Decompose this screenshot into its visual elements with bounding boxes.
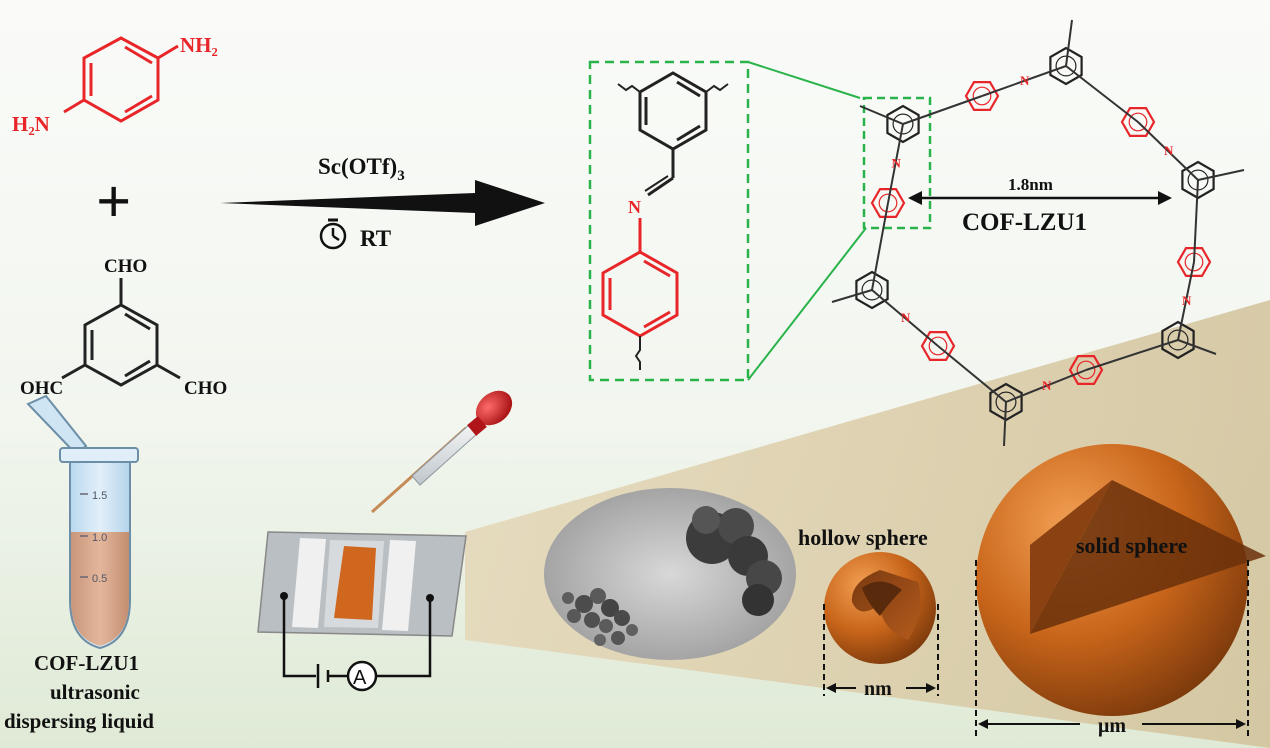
hollow-scale-bar — [823, 604, 939, 696]
cof-node-benzene — [1161, 320, 1195, 360]
cof-bond — [1193, 179, 1199, 263]
cof-linker-benzene — [920, 331, 956, 361]
cof-linker-benzene — [870, 188, 906, 218]
zoom-imine-n: N — [628, 197, 641, 217]
cof-bond — [871, 289, 939, 347]
cof-node-benzene-inner-ring — [1055, 55, 1077, 77]
cof-framework: N N N N N N — [831, 19, 1245, 447]
cof-bond — [1085, 339, 1179, 371]
cof-node-benzene-inner-ring — [1167, 329, 1189, 351]
cof-imine-n: N — [1164, 143, 1174, 158]
cof-linker-benzene-inner-ring — [1128, 112, 1148, 132]
stopwatch-icon — [319, 218, 347, 250]
cof-linker-benzene-inner-ring — [878, 193, 898, 213]
trialdehyde-molecule: CHO OHC CHO — [20, 256, 227, 399]
aldehyde-label-right: CHO — [184, 378, 227, 399]
cof-node-benzene — [886, 104, 920, 144]
cof-terminal-bond — [1065, 19, 1073, 67]
cof-linker-benzene — [1176, 247, 1212, 277]
cof-bond — [981, 65, 1067, 97]
cof-linker-benzene-inner-ring — [928, 336, 948, 356]
cof-imine-n: N — [1020, 73, 1030, 88]
tube-mark-2: 1.0 — [92, 532, 107, 544]
aldehyde-label-top: CHO — [104, 256, 147, 277]
cof-terminal-bond — [859, 105, 904, 125]
framework-name: COF-LZU1 — [962, 209, 1087, 236]
hollow-sphere — [824, 552, 936, 664]
plus-sign: + — [96, 168, 131, 236]
cof-bond — [1065, 65, 1139, 123]
cof-linker-benzene-inner-ring — [1076, 360, 1096, 380]
cof-linker-benzene — [1120, 106, 1156, 137]
framework-highlight-box — [862, 96, 932, 230]
cof-imine-n: N — [1182, 293, 1192, 308]
cof-node-benzene — [855, 270, 889, 310]
cof-bond — [887, 123, 904, 204]
cof-linker-benzene — [964, 80, 1000, 112]
cof-terminal-bond — [1003, 401, 1007, 447]
tube-caption-line2: ultrasonic — [50, 680, 140, 704]
condition-label: RT — [360, 226, 391, 251]
cof-bond — [1137, 121, 1199, 181]
cof-node-benzene-inner-ring — [861, 279, 883, 301]
zoom-connector-bottom — [747, 227, 867, 381]
centrifuge-tube: 1.5 1.0 0.5 — [26, 394, 139, 650]
cof-terminal-bond — [1177, 339, 1217, 355]
hollow-sphere-label: hollow sphere — [798, 525, 928, 550]
tube-mark-3: 0.5 — [92, 573, 107, 585]
cof-bond — [1005, 369, 1087, 403]
phenylenediamine-molecule: NH₂ H₂N — [12, 33, 218, 136]
catalyst-label: Sc(OTf)3 — [318, 154, 405, 184]
cof-bond — [871, 202, 889, 291]
cof-node-benzene — [1049, 46, 1083, 86]
tube-caption-line3: dispersing liquid — [4, 709, 154, 733]
cof-terminal-bond — [1197, 169, 1245, 181]
cof-bond — [1177, 261, 1195, 341]
aldehyde-label-left: OHC — [20, 378, 63, 399]
cof-node-benzene-inner-ring — [892, 113, 914, 135]
cof-imine-n: N — [892, 156, 902, 171]
solid-sphere — [976, 444, 1266, 716]
cof-bond — [902, 95, 983, 125]
pore-size-arrow — [908, 191, 1172, 205]
cof-terminal-bond — [831, 289, 873, 303]
ammeter-symbol: A — [353, 667, 367, 689]
solid-scale-label: μm — [1098, 715, 1126, 737]
tube-caption-line1: COF-LZU1 — [34, 651, 139, 675]
sensor-device — [257, 531, 467, 692]
tem-micrograph — [544, 488, 796, 660]
cof-imine-n: N — [1042, 378, 1052, 393]
dropper-pipette — [371, 390, 513, 514]
solid-scale-bar — [975, 560, 1249, 736]
amine-label-top: NH₂ — [180, 33, 218, 57]
pore-size-label: 1.8nm — [1008, 175, 1053, 194]
solid-sphere-label: solid sphere — [1076, 533, 1188, 558]
cof-linker-benzene — [1068, 355, 1104, 385]
tube-mark-1: 1.5 — [92, 490, 107, 502]
cof-linker-benzene-inner-ring — [972, 86, 992, 106]
hollow-scale-label: nm — [864, 678, 892, 700]
cof-bond — [937, 345, 1007, 403]
repeat-unit-zoom: N — [588, 60, 750, 382]
zoom-connector-top — [747, 61, 861, 99]
amine-label-left: H₂N — [12, 112, 50, 136]
reaction-arrow — [220, 180, 545, 226]
cof-imine-n: N — [901, 310, 911, 325]
